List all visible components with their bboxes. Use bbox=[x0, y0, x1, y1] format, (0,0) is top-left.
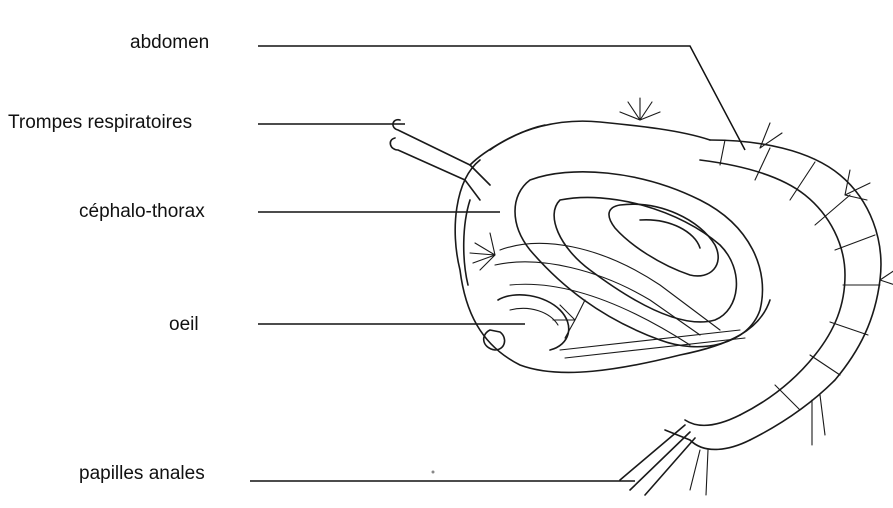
label-papilles-anales: papilles anales bbox=[79, 464, 205, 483]
label-oeil: oeil bbox=[169, 315, 199, 334]
speck bbox=[432, 471, 435, 474]
cephalothorax-body bbox=[455, 98, 770, 372]
leader-abdomen bbox=[258, 46, 745, 150]
leader-lines bbox=[250, 46, 745, 481]
anal-papillae bbox=[620, 415, 750, 495]
abdomen-segments bbox=[700, 123, 893, 445]
label-trompes-respiratoires: Trompes respiratoires bbox=[8, 113, 192, 132]
label-cephalo-thorax: céphalo-thorax bbox=[79, 202, 205, 221]
label-abdomen: abdomen bbox=[130, 33, 209, 52]
